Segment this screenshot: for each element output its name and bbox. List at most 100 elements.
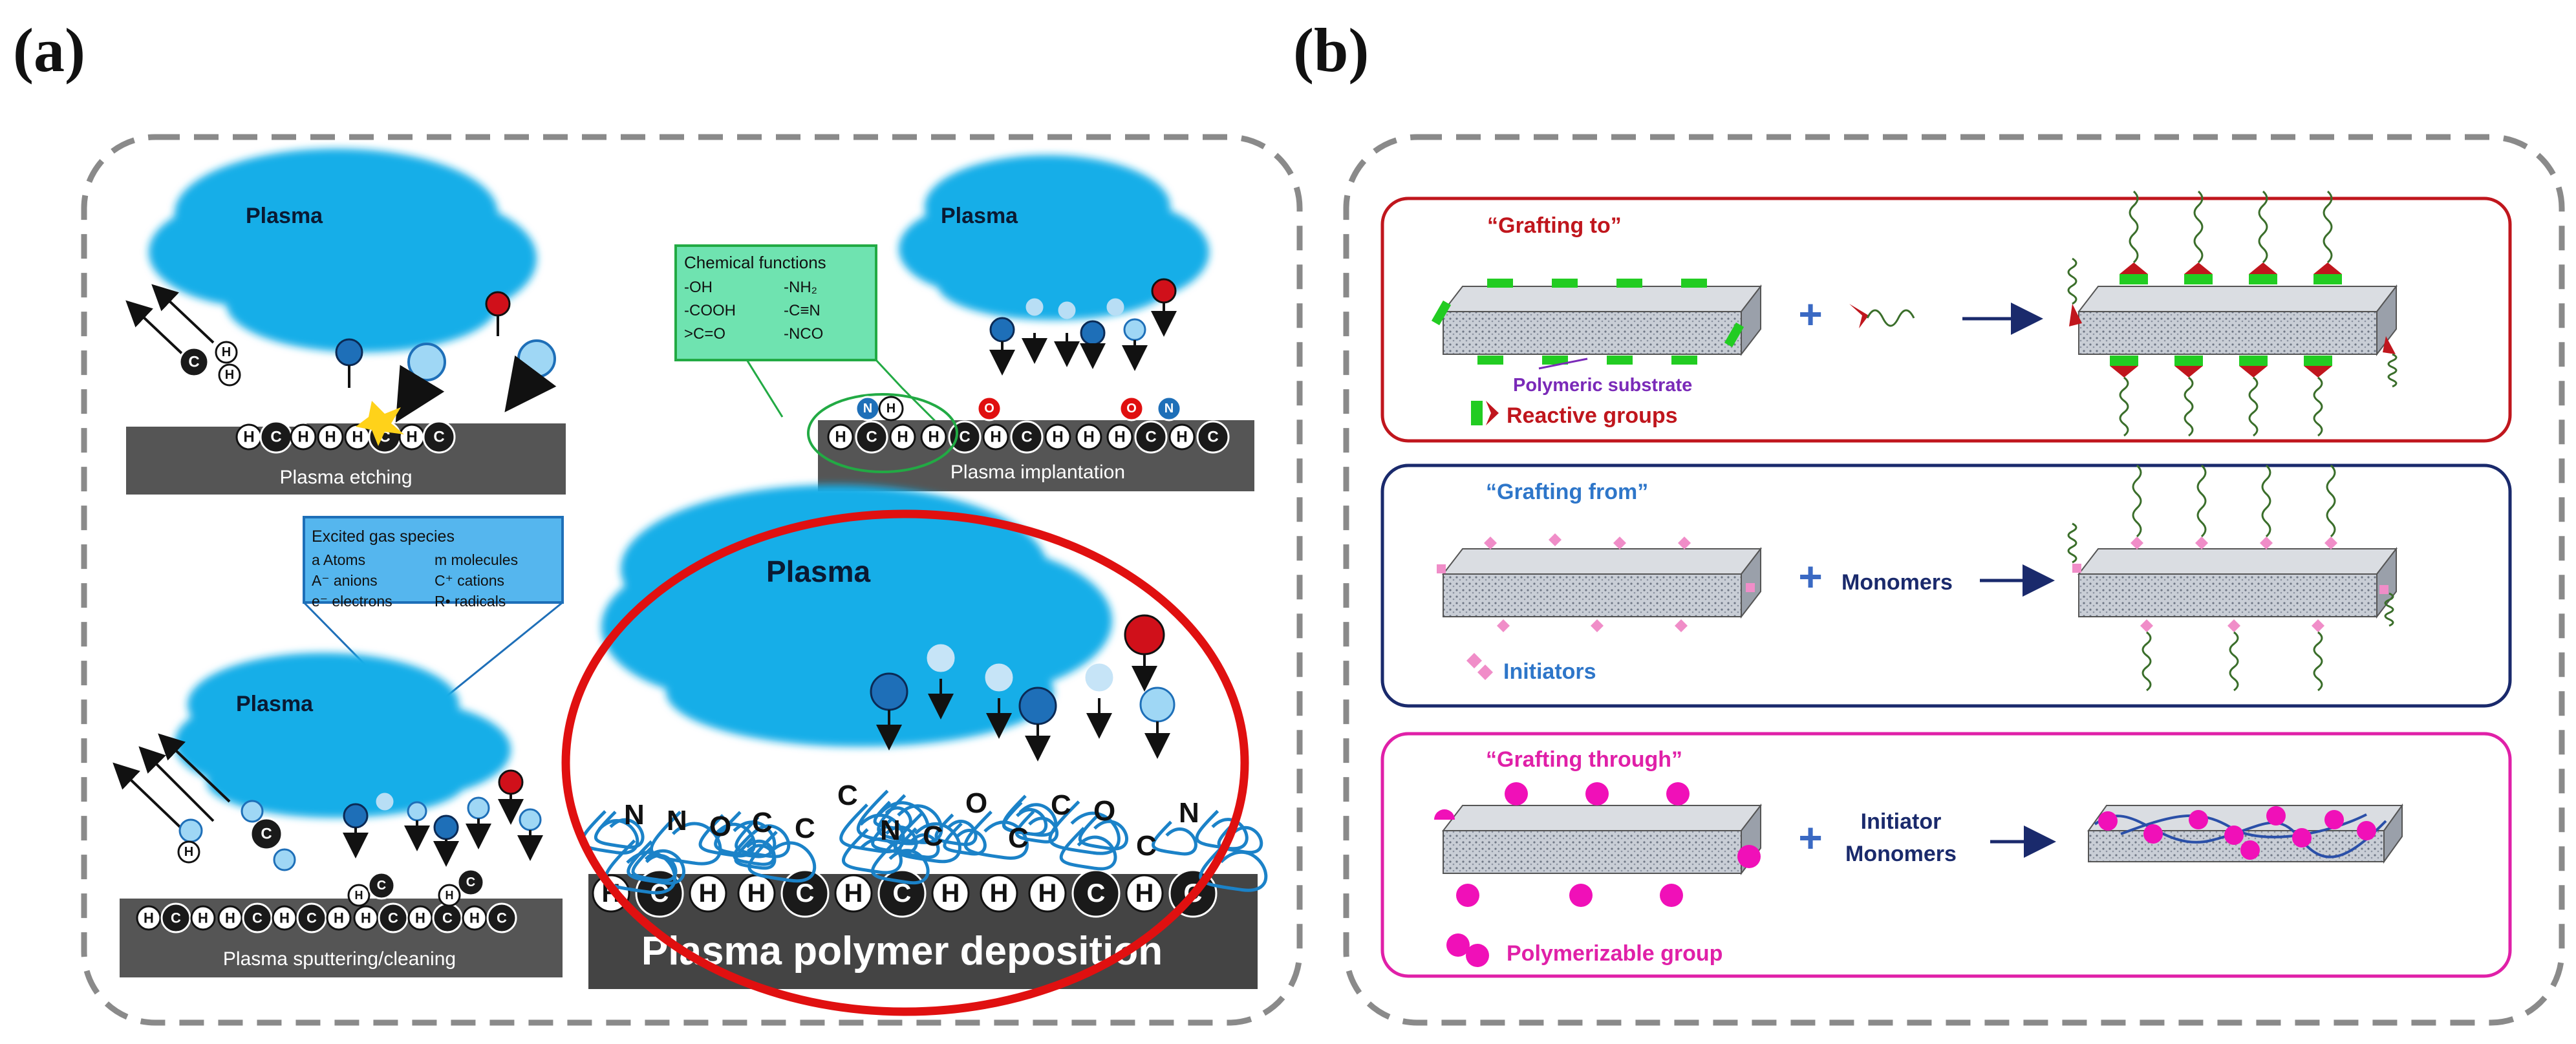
polymerizable-group xyxy=(1666,782,1690,805)
atom-c: C xyxy=(855,420,888,454)
polymer-atom-letter: C xyxy=(1008,822,1029,854)
svg-text:H: H xyxy=(355,889,363,902)
polymer-atom-letter: N xyxy=(624,799,645,831)
initiator xyxy=(1613,537,1626,549)
atom-symbol: H xyxy=(1083,429,1094,446)
atom-c: C xyxy=(780,869,830,918)
polymer-atom-letter: N xyxy=(667,805,687,836)
plasma-species xyxy=(376,793,394,811)
atom-symbol: H xyxy=(469,910,480,926)
polymerizable-group xyxy=(1505,782,1528,805)
plasma-label: Plasma xyxy=(941,204,1018,228)
grafting-to-title: “Grafting to” xyxy=(1487,213,1622,238)
grafted-reactive-group xyxy=(2174,366,2203,378)
atom-symbol: C xyxy=(1145,429,1156,446)
plus-icon: + xyxy=(1798,553,1822,600)
plasma-label: Plasma xyxy=(766,555,871,588)
grafting-to-box: “Grafting to” Polymeric substrate Reacti… xyxy=(1380,190,2512,443)
atom-symbol: H xyxy=(1114,429,1125,446)
atom-symbol: H xyxy=(352,429,363,446)
plasma-cloud xyxy=(899,155,1209,320)
polymer-atom-letter: N xyxy=(880,815,901,846)
atom-symbol: H xyxy=(928,429,939,446)
plasma-implantation-label: Plasma implantation xyxy=(950,462,1125,483)
atom-symbol: H xyxy=(297,429,308,446)
initiators-label: Initiators xyxy=(1503,659,1596,684)
polymeric-substrate xyxy=(1443,830,1742,874)
panel-a-letter: (a) xyxy=(13,16,85,85)
svg-text:C: C xyxy=(261,826,272,843)
atom-h: H xyxy=(462,905,488,931)
atom-h: H xyxy=(407,905,433,931)
polymer-atom-letter: O xyxy=(1093,795,1115,827)
plasma-label: Plasma xyxy=(246,204,323,228)
svg-text:N: N xyxy=(863,401,872,416)
atom-symbol: H xyxy=(415,910,425,926)
atom-h: H xyxy=(889,423,916,451)
svg-text:H: H xyxy=(445,889,454,902)
polymeric-substrate xyxy=(1443,311,1742,355)
plasma-species xyxy=(1025,298,1044,316)
atom-c: C xyxy=(1071,869,1121,918)
atom-c: C xyxy=(1010,420,1044,454)
grafting-from-box: “Grafting from” Initiators + Monomers xyxy=(1380,463,2512,708)
reactive-group-legend-green xyxy=(1471,401,1483,425)
polymerizable-group xyxy=(1737,845,1761,868)
atom-h: H xyxy=(398,423,425,451)
plasma-species xyxy=(985,663,1013,692)
polymer-atom-letter: C xyxy=(1051,789,1071,821)
atom-symbol: C xyxy=(306,910,317,926)
polymer-atom-letter: O xyxy=(709,811,731,842)
plasma-cloud xyxy=(149,149,537,352)
initiator xyxy=(1484,537,1497,549)
chem-fn-6: -NCO xyxy=(784,325,823,343)
atom-symbol: C xyxy=(388,910,398,926)
grafted-reactive-group xyxy=(2120,262,2148,274)
atom-h: H xyxy=(326,905,352,931)
atom-symbol: C xyxy=(433,429,444,446)
polymeric-substrate-label: Polymeric substrate xyxy=(1513,375,1692,396)
atom-h: H xyxy=(920,423,947,451)
atom-h: H xyxy=(190,905,216,931)
atom-symbol: H xyxy=(1038,879,1057,908)
grafting-through-box: “Grafting through” Polymerizable group +… xyxy=(1380,732,2512,978)
atom-symbol: H xyxy=(990,429,1001,446)
atom-c: C xyxy=(422,420,456,454)
plasma-species xyxy=(466,796,491,849)
atom-c: C xyxy=(1196,420,1230,454)
atom-symbol: C xyxy=(959,429,970,446)
atom-c: C xyxy=(877,869,927,918)
plasma-etching-label: Plasma etching xyxy=(279,467,412,488)
initiator xyxy=(2195,537,2208,549)
polymerizable-group xyxy=(2292,828,2312,847)
svg-text:H: H xyxy=(886,401,896,416)
svg-text:N: N xyxy=(1165,401,1174,416)
species-3: e⁻ electrons xyxy=(312,593,392,610)
atom-symbol: H xyxy=(1135,879,1154,908)
plasma-cloud xyxy=(175,653,511,818)
polymerizable-group xyxy=(2143,824,2163,844)
atom-symbol: C xyxy=(1087,879,1106,908)
atom-symbol: H xyxy=(225,910,235,926)
atom-h: H xyxy=(272,905,297,931)
atom-symbol: H xyxy=(897,429,908,446)
atom-symbol: C xyxy=(252,910,263,926)
atom-c: C xyxy=(1134,420,1168,454)
initiator xyxy=(2227,619,2240,632)
polymerizable-group xyxy=(2324,810,2344,829)
reactive-groups-label: Reactive groups xyxy=(1507,403,1678,428)
atom-h: H xyxy=(235,423,263,451)
chem-fn-1: -OH xyxy=(684,279,713,296)
monomers-label: Monomers xyxy=(1845,842,1957,866)
atom-symbol: H xyxy=(941,879,960,908)
excited-species-box: Excited gas species a Atoms A⁻ anions e⁻… xyxy=(303,516,564,741)
atom-c: C xyxy=(259,420,293,454)
atom-symbol: C xyxy=(497,910,507,926)
implanted-group-highlight xyxy=(807,393,958,473)
atom-symbol: H xyxy=(844,879,863,908)
atom-h: H xyxy=(827,423,854,451)
plasma-species xyxy=(1080,320,1106,369)
